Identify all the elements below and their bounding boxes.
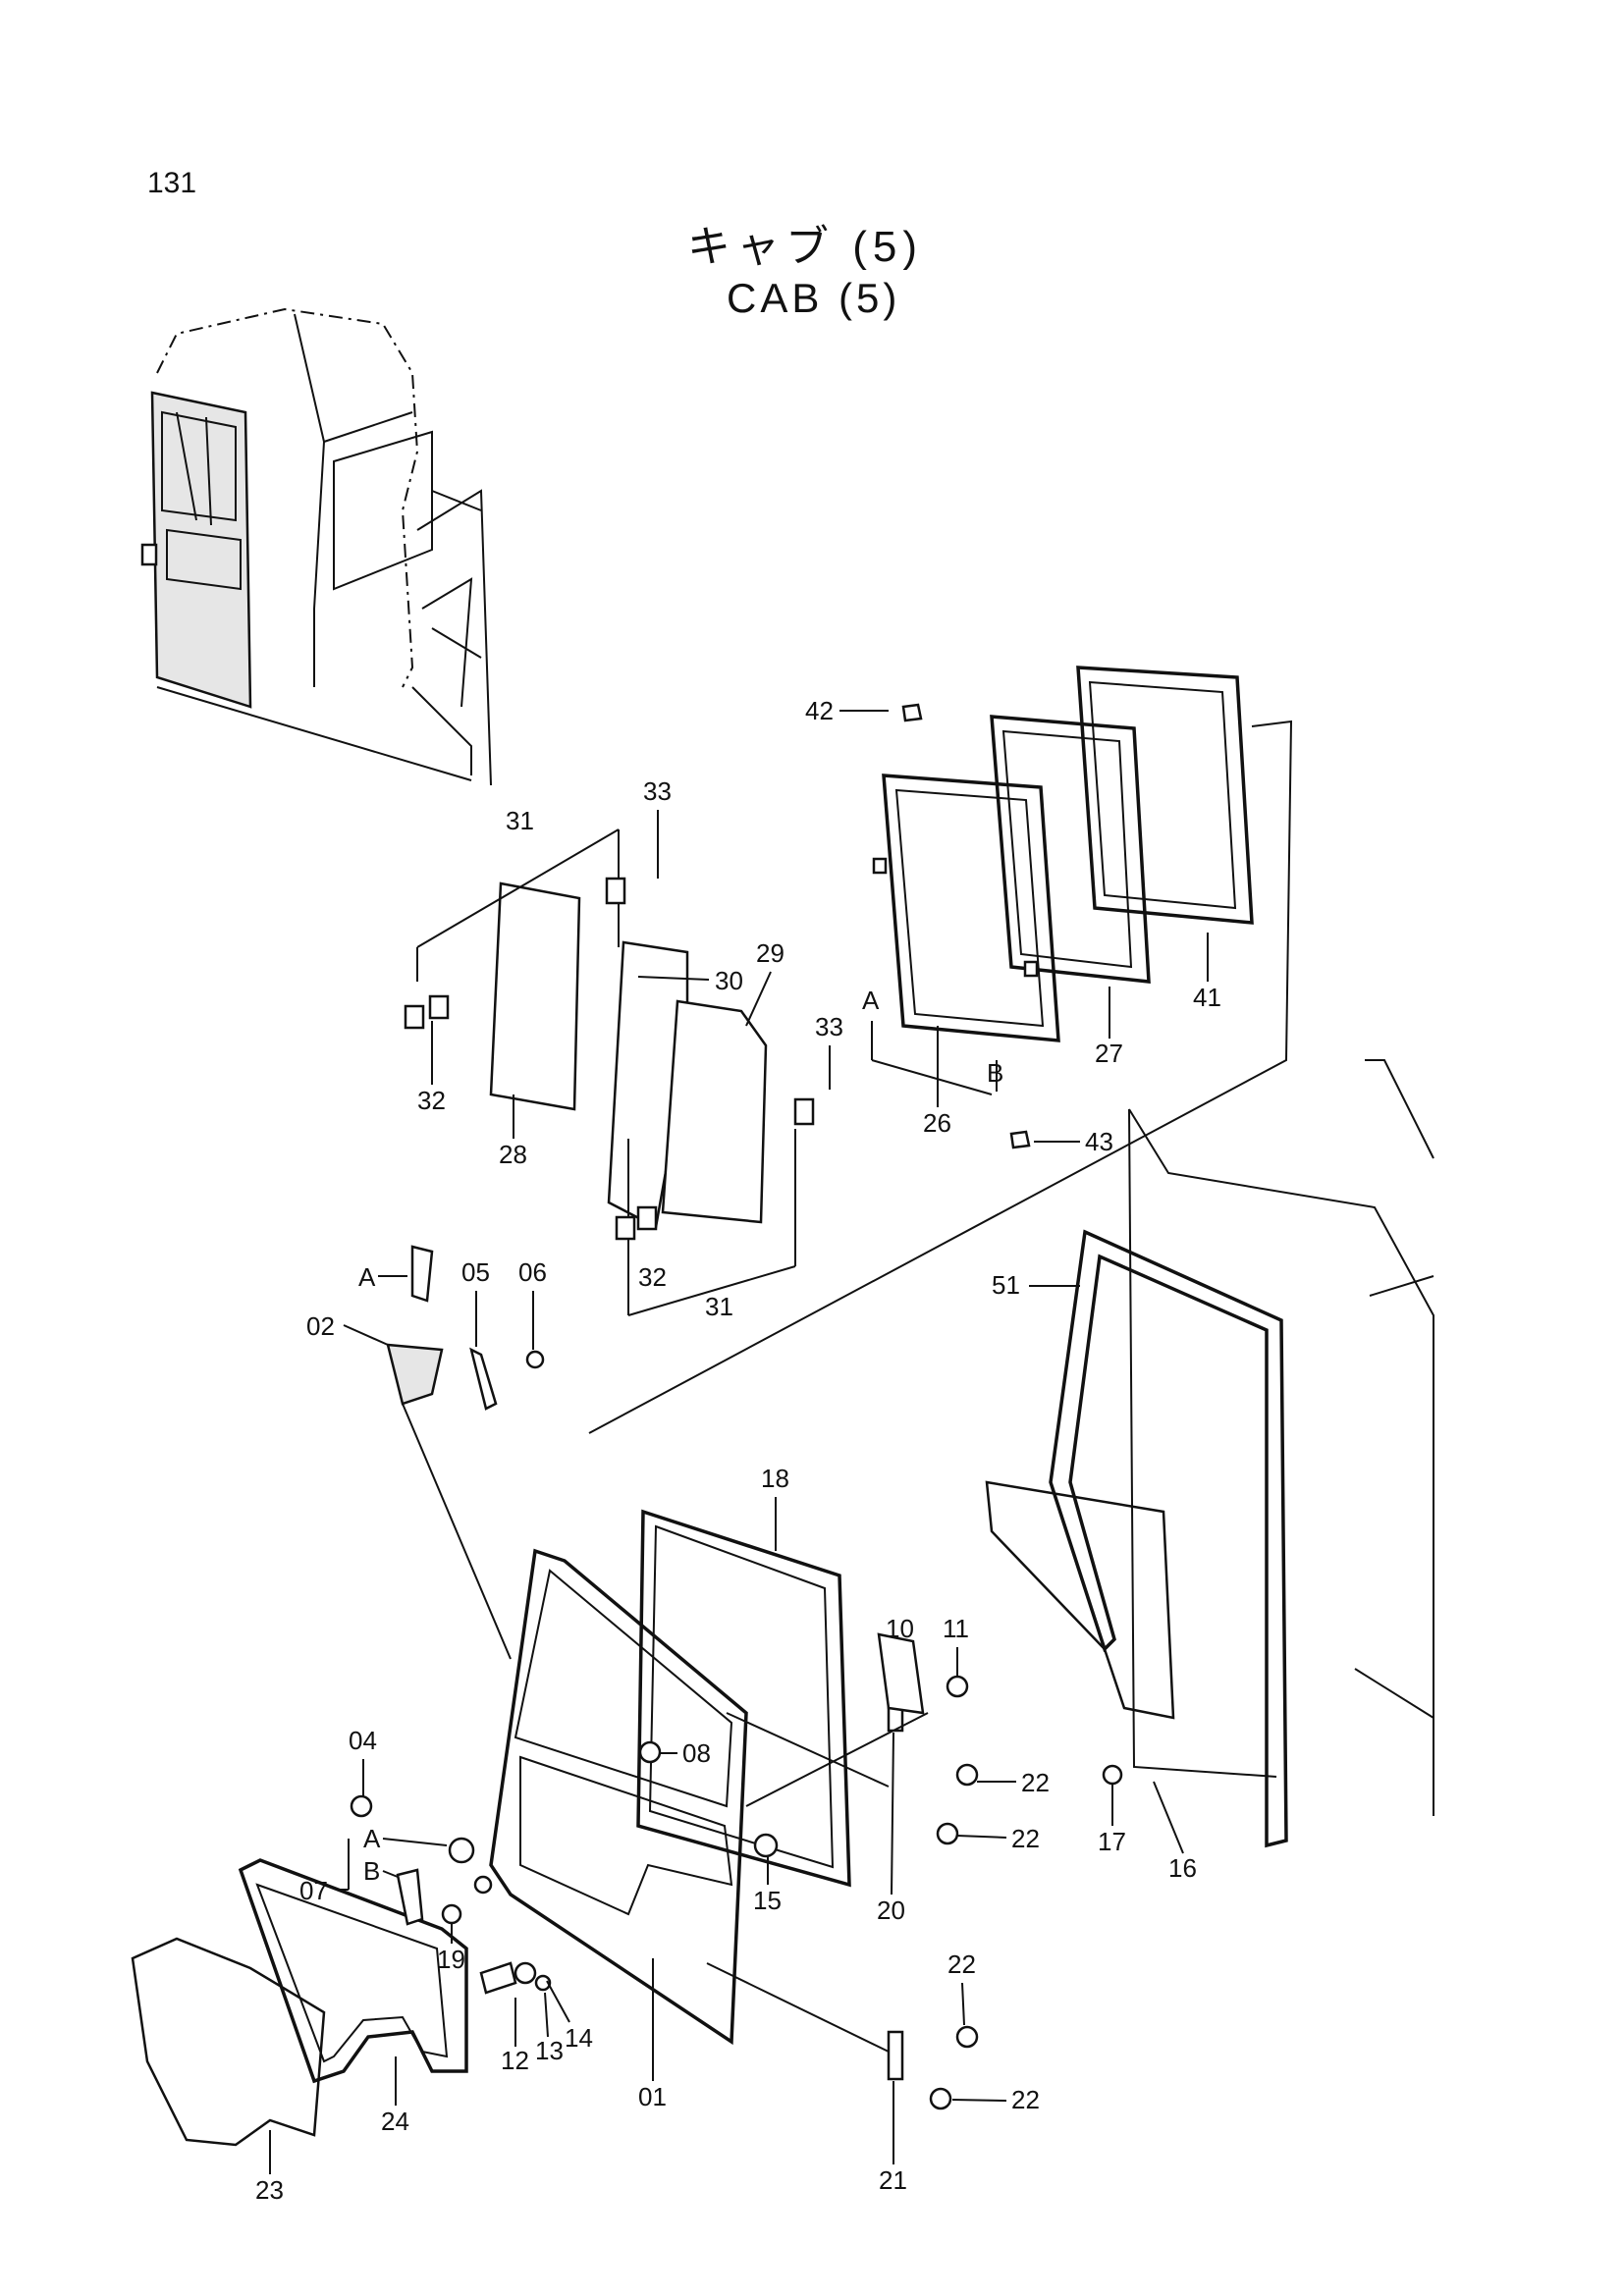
callout-20: 20 bbox=[877, 1896, 905, 1925]
window-frames bbox=[588, 666, 1293, 1434]
callout-27: 27 bbox=[1095, 1039, 1123, 1068]
callout-22a: 22 bbox=[1021, 1768, 1050, 1797]
callout-17: 17 bbox=[1098, 1827, 1126, 1856]
lower-glass-and-seal bbox=[131, 1858, 468, 2147]
callout-10: 10 bbox=[886, 1614, 914, 1643]
callout-13: 13 bbox=[535, 2036, 564, 2065]
hardware bbox=[350, 1632, 1123, 2110]
callout-24: 24 bbox=[381, 2107, 409, 2136]
callout-02: 02 bbox=[306, 1311, 335, 1341]
callout-11: 11 bbox=[943, 1614, 969, 1643]
callout-a1: A bbox=[862, 986, 880, 1015]
callout-12: 12 bbox=[501, 2046, 529, 2075]
callout-43: 43 bbox=[1085, 1127, 1113, 1156]
callout-16: 16 bbox=[1168, 1853, 1197, 1883]
callout-51: 51 bbox=[992, 1270, 1020, 1300]
cab-overview-sketch bbox=[140, 307, 492, 786]
cab-body-right bbox=[1049, 1059, 1434, 1848]
callout-14: 14 bbox=[565, 2023, 593, 2053]
callout-a2: A bbox=[358, 1262, 376, 1292]
callout-22c: 22 bbox=[947, 1949, 976, 1979]
callout-28: 28 bbox=[499, 1140, 527, 1169]
callout-labels: 42 41 27 26 43 A B 31 33 32 28 30 29 33 … bbox=[255, 696, 1221, 2205]
door-frame bbox=[489, 1480, 1175, 2081]
callout-26: 26 bbox=[923, 1108, 951, 1138]
callout-19: 19 bbox=[437, 1945, 465, 1974]
callout-04: 04 bbox=[349, 1726, 377, 1755]
callout-42: 42 bbox=[805, 696, 834, 725]
callout-33b: 33 bbox=[815, 1012, 843, 1041]
callout-23: 23 bbox=[255, 2175, 284, 2205]
callout-b1: B bbox=[987, 1058, 1003, 1088]
callout-32a: 32 bbox=[417, 1086, 446, 1115]
callout-22d: 22 bbox=[1011, 2085, 1040, 2114]
callout-30: 30 bbox=[715, 966, 743, 995]
callout-08: 08 bbox=[682, 1738, 711, 1768]
callout-05: 05 bbox=[461, 1257, 490, 1287]
callout-32b: 32 bbox=[638, 1262, 667, 1292]
callout-18: 18 bbox=[761, 1464, 789, 1493]
callout-a3: A bbox=[363, 1824, 381, 1853]
door-latch bbox=[386, 1245, 545, 1660]
callout-22b: 22 bbox=[1011, 1824, 1040, 1853]
title-english: CAB (5) bbox=[727, 275, 901, 321]
callout-31b: 31 bbox=[705, 1292, 733, 1321]
callout-29: 29 bbox=[756, 938, 784, 968]
callout-21: 21 bbox=[879, 2165, 907, 2195]
callout-41: 41 bbox=[1193, 983, 1221, 1012]
callout-31a: 31 bbox=[506, 806, 534, 835]
callout-33a: 33 bbox=[643, 776, 672, 806]
callout-01: 01 bbox=[638, 2082, 667, 2111]
sliding-glass bbox=[404, 828, 815, 1316]
callout-07: 07 bbox=[299, 1876, 328, 1905]
callout-15: 15 bbox=[753, 1886, 782, 1915]
callout-b3: B bbox=[363, 1856, 380, 1886]
callout-06: 06 bbox=[518, 1257, 547, 1287]
title-japanese: キャブ (5) bbox=[687, 223, 923, 271]
page-number: 131 bbox=[147, 167, 197, 199]
